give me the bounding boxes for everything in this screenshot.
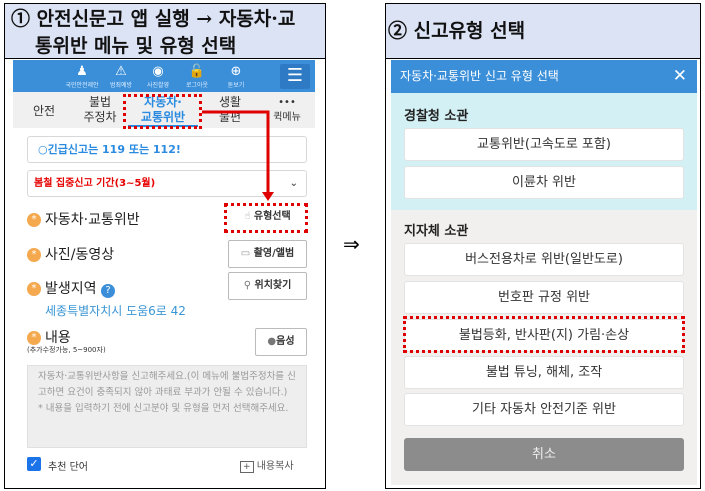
report-type-option[interactable]: 불법 튜닝, 해체, 조작 bbox=[404, 356, 684, 389]
type-select-label: 유형선택 bbox=[253, 211, 291, 222]
tab-label: 퀵메뉴 bbox=[273, 112, 301, 123]
report-type-option[interactable]: 이륜차 위반 bbox=[404, 166, 684, 199]
title-line2: 통위반 메뉴 및 유형 선택 bbox=[35, 35, 237, 57]
pin-icon: ⚲ bbox=[243, 280, 252, 291]
hamburger-icon: ☰ bbox=[286, 65, 304, 86]
content-label: * 내용 bbox=[27, 327, 71, 347]
top-menu-item[interactable]: 🔓 로그아웃 bbox=[177, 64, 217, 89]
highlight-tab-box bbox=[123, 94, 202, 129]
top-menu-item[interactable]: ◉ 사진촬영 bbox=[138, 64, 178, 89]
title-line1: ① 안전신문고 앱 실행 → 자동차·교 bbox=[11, 8, 296, 30]
top-menu-item[interactable]: ⊕ 돋보기 bbox=[216, 64, 256, 89]
mic-icon: ● bbox=[267, 336, 277, 347]
location-label-text: 발생지역 bbox=[45, 281, 97, 297]
step2-title: ② 신고유형 선택 bbox=[386, 4, 700, 59]
report-type-option[interactable]: 번호판 규정 위반 bbox=[404, 281, 684, 314]
chevron-down-icon: ⌄ bbox=[289, 178, 298, 189]
tab-item[interactable]: 안전 bbox=[24, 104, 64, 119]
highlight-option-box bbox=[403, 316, 685, 353]
touch-icon: ☝ bbox=[244, 211, 251, 222]
tab-bar bbox=[13, 92, 315, 128]
copy-content-button[interactable]: + 내용복사 bbox=[240, 457, 294, 473]
required-icon: * bbox=[27, 331, 41, 345]
police-section-title: 경찰청 소관 bbox=[404, 109, 469, 124]
category-label-text: 자동차·교통위반 bbox=[45, 212, 140, 228]
required-icon: * bbox=[27, 282, 41, 296]
content-label-text: 내용 bbox=[45, 330, 71, 346]
location-label: * 발생지역 ? bbox=[27, 278, 115, 298]
report-type-option[interactable]: 교통위반(고속도로 포함) bbox=[404, 128, 684, 161]
report-type-option[interactable]: 기타 자동차 안전기준 위반 bbox=[404, 393, 684, 426]
tab-label: 불법 주정차 bbox=[83, 95, 117, 124]
top-menu-item[interactable]: ♟ 국민안전제안 bbox=[62, 64, 102, 89]
top-menu-label: 국민안전제안 bbox=[65, 82, 99, 89]
more-dots-icon: ••• bbox=[278, 97, 296, 108]
local-section-title: 지자체 소관 bbox=[404, 224, 469, 239]
app-top-bar bbox=[13, 60, 315, 92]
content-hint: (추가수정가능, 5~900자) bbox=[27, 346, 106, 354]
cancel-button[interactable]: 취소 bbox=[404, 438, 684, 471]
emergency-notice[interactable]: ○긴급신고는 119 또는 112! bbox=[27, 136, 307, 163]
required-icon: * bbox=[27, 213, 41, 227]
report-type-option[interactable]: 버스전용차로 위반(일반도로) bbox=[404, 243, 684, 276]
red-arrow bbox=[202, 110, 274, 201]
next-step-arrow: ⇒ bbox=[343, 232, 360, 256]
media-label: * 사진/동영상 bbox=[27, 244, 114, 264]
media-label-text: 사진/동영상 bbox=[45, 247, 115, 263]
voice-button[interactable]: ●음성 bbox=[255, 328, 307, 356]
modal-title: 자동차·교통위반 신고 유형 선택 bbox=[400, 69, 559, 83]
capture-album-label: 촬영/앨범 bbox=[253, 248, 295, 259]
voice-label: 음성 bbox=[276, 336, 295, 347]
capture-album-button[interactable]: ▭ 촬영/앨범 bbox=[228, 240, 307, 268]
find-location-label: 위치찾기 bbox=[254, 280, 292, 291]
help-icon[interactable]: ? bbox=[100, 284, 115, 298]
top-menu-label: 범죄예방 bbox=[109, 82, 133, 89]
image-icon: ▭ bbox=[240, 248, 251, 259]
recommend-checkbox[interactable]: ✓ bbox=[27, 457, 41, 471]
siren-icon: ⚠ bbox=[115, 64, 127, 79]
top-menu-label: 사진촬영 bbox=[146, 82, 170, 89]
required-icon: * bbox=[27, 248, 41, 262]
copy-icon: + bbox=[240, 461, 254, 473]
top-menu-label: 돋보기 bbox=[227, 82, 245, 89]
lock-icon: 🔓 bbox=[188, 64, 206, 79]
user-shield-icon: ♟ bbox=[76, 64, 88, 79]
close-icon[interactable]: ✕ bbox=[672, 66, 687, 86]
zoom-icon: ⊕ bbox=[230, 64, 242, 79]
menu-button[interactable]: ☰ bbox=[280, 64, 310, 89]
check-icon: ✓ bbox=[29, 457, 39, 470]
content-textarea[interactable]: 자동차·교통위반사항을 신고해주세요.(이 메뉴에 불법주정차를 신고하면 요건… bbox=[27, 365, 307, 448]
modal-header: 자동차·교통위반 신고 유형 선택 ✕ bbox=[391, 60, 697, 93]
tab-item[interactable]: ••• 퀵메뉴 bbox=[262, 95, 312, 125]
copy-label: 내용복사 bbox=[256, 461, 294, 472]
type-select-button[interactable]: ☝ 유형선택 bbox=[228, 204, 307, 232]
recommend-label: 추천 단어 bbox=[48, 462, 88, 473]
tab-item[interactable]: 불법 주정차 bbox=[75, 95, 125, 125]
top-menu-item[interactable]: ⚠ 범죄예방 bbox=[101, 64, 141, 89]
find-location-button[interactable]: ⚲ 위치찾기 bbox=[228, 272, 307, 300]
top-menu-label: 로그아웃 bbox=[185, 82, 209, 89]
season-select[interactable]: 봄철 집중신고 기간(3~5월) ⌄ bbox=[27, 170, 307, 197]
camera-icon: ◉ bbox=[152, 64, 164, 79]
category-label: * 자동차·교통위반 bbox=[27, 209, 140, 229]
address-text: 세종특별자치시 도움6로 42 bbox=[45, 304, 186, 318]
tab-label: 자동차· 교통위반 bbox=[140, 95, 186, 124]
season-select-value: 봄철 집중신고 기간(3~5월) bbox=[34, 178, 156, 189]
highlight-type-select bbox=[224, 203, 308, 233]
tab-label: 안전 bbox=[32, 104, 56, 118]
